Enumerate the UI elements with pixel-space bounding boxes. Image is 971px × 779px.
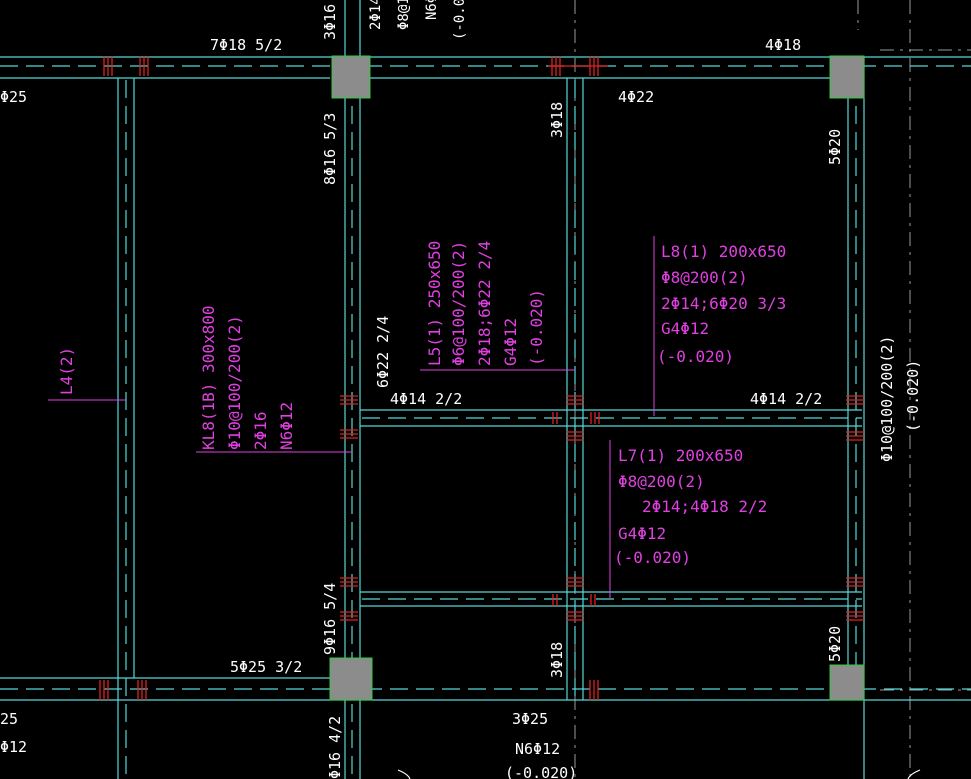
beam-kl8-line1: KL8(1B) 300x800 [199,306,218,451]
label-3phi18-bot: 3Φ18 [548,642,566,678]
label-top-right: 4Φ18 [765,36,801,54]
label-top-v3: N6Φ12 [424,0,440,20]
label-left-bot1: 25 [0,710,18,728]
beam-spec-l5: L5(1) 250x650 Φ6@100/200(2) 2Φ18;6Φ22 2/… [425,241,546,366]
label-phi16-bot: Φ16 4/2 [326,716,344,779]
label-bottom-3phi25: 3Φ25 [512,710,548,728]
leader-lines [48,236,655,598]
beam-l8-line1: L8(1) 200x650 [661,242,786,261]
beam-kl8-line4: N6Φ12 [277,402,296,450]
rebar-tick [552,412,600,424]
label-mid-left: 4Φ14 2/2 [390,390,462,408]
rebar-tick [137,680,147,700]
column [329,657,373,701]
edge-mark [907,769,921,779]
rebar-tick [566,431,584,441]
label-right-v2: (-0.020) [904,360,922,432]
rebar-tick [340,611,358,621]
label-top-col: 3Φ16 [321,4,339,40]
rebar-tick [340,429,358,439]
label-left-bot2: Φ12 [0,738,27,756]
beam-l8-line3: 2Φ14;6Φ20 3/3 [661,294,786,313]
label-bottom-n6: N6Φ12 [515,740,560,758]
axis-lines [574,0,971,779]
rebar-tick [589,680,599,700]
rebar-tick [566,577,584,587]
beam-l8-line4: G4Φ12 [661,319,709,338]
label-5phi20-top: 5Φ20 [826,129,844,165]
beam-l7-line2: Φ8@200(2) [618,472,705,491]
beam-l5-line2: Φ6@100/200(2) [449,241,468,366]
beam-l5-line5: (-0.020) [527,289,546,366]
columns [329,55,865,701]
rebar-tick [566,395,584,405]
rebar-tick [846,577,864,587]
white-vertical-labels: 3Φ16 2Φ14 Φ8@100 N6Φ12 (-0.02 8Φ16 5/3 3… [321,0,922,779]
label-top-left: 7Φ18 5/2 [210,36,282,54]
label-mid-top: 4Φ22 [618,88,654,106]
bottom-edge-marks [397,769,921,779]
column [331,55,371,99]
label-top-v1: 2Φ14 [368,0,384,30]
beam-spec-l7: L7(1) 200x650 Φ8@200(2) 2Φ14;4Φ18 2/2 G4… [614,446,767,567]
beam-spec-kl8: KL8(1B) 300x800 Φ10@100/200(2) 2Φ16 N6Φ1… [199,306,296,451]
label-col-left-v: 8Φ16 5/3 [321,113,339,185]
label-9phi16: 9Φ16 5/4 [321,583,339,655]
beam-kl8-line2: Φ10@100/200(2) [225,315,244,450]
beam-l8-line5: (-0.020) [657,347,734,366]
label-6phi22: 6Φ22 2/4 [374,316,392,388]
column [829,55,865,99]
beam-l7-line1: L7(1) 200x650 [618,446,743,465]
label-right-v1: Φ10@100/200(2) [878,336,896,462]
label-5phi20-bot: 5Φ20 [826,626,844,662]
rebar-tick [566,611,584,621]
beam-kl8-line3: 2Φ16 [251,411,270,450]
beam-l4-line1: L4(2) [57,347,76,395]
beam-l7-line4: G4Φ12 [618,524,666,543]
label-bottom-elev: (-0.020) [505,764,577,779]
column [829,664,865,701]
rebar-tick [552,594,596,606]
label-left-edge: Φ25 [0,88,27,106]
rebar-tick [340,395,358,405]
label-mid-right: 4Φ14 2/2 [750,390,822,408]
beam-l8-line2: Φ8@200(2) [661,268,748,287]
edge-mark [397,769,411,779]
beam-l5-line3: 2Φ18;6Φ22 2/4 [475,241,494,366]
rebar-tick [846,611,864,621]
beam-l5-line4: G4Φ12 [501,318,520,366]
rebar-ticks [99,56,864,700]
white-labels: 7Φ18 5/2 4Φ18 Φ25 4Φ22 4Φ14 2/2 4Φ14 2/2… [0,36,822,779]
rebar-tick [846,395,864,405]
rebar-tick [103,56,113,76]
beam-l5-line1: L5(1) 250x650 [425,241,444,366]
beam-l7-line3: 2Φ14;4Φ18 2/2 [642,497,767,516]
label-top-v4: (-0.02 [452,0,468,40]
rebar-tick [139,56,149,76]
beam-spec-l8: L8(1) 200x650 Φ8@200(2) 2Φ14;6Φ20 3/3 G4… [657,242,786,366]
rebar-tick [340,577,358,587]
beam-spec-l4: L4(2) [57,347,76,395]
label-top-v2: Φ8@100 [396,0,412,30]
beam-l7-line5: (-0.020) [614,548,691,567]
label-bottom-left: 5Φ25 3/2 [230,658,302,676]
rebar-tick [99,680,109,700]
rebar-tick [846,431,864,441]
label-3phi18-top: 3Φ18 [548,102,566,138]
